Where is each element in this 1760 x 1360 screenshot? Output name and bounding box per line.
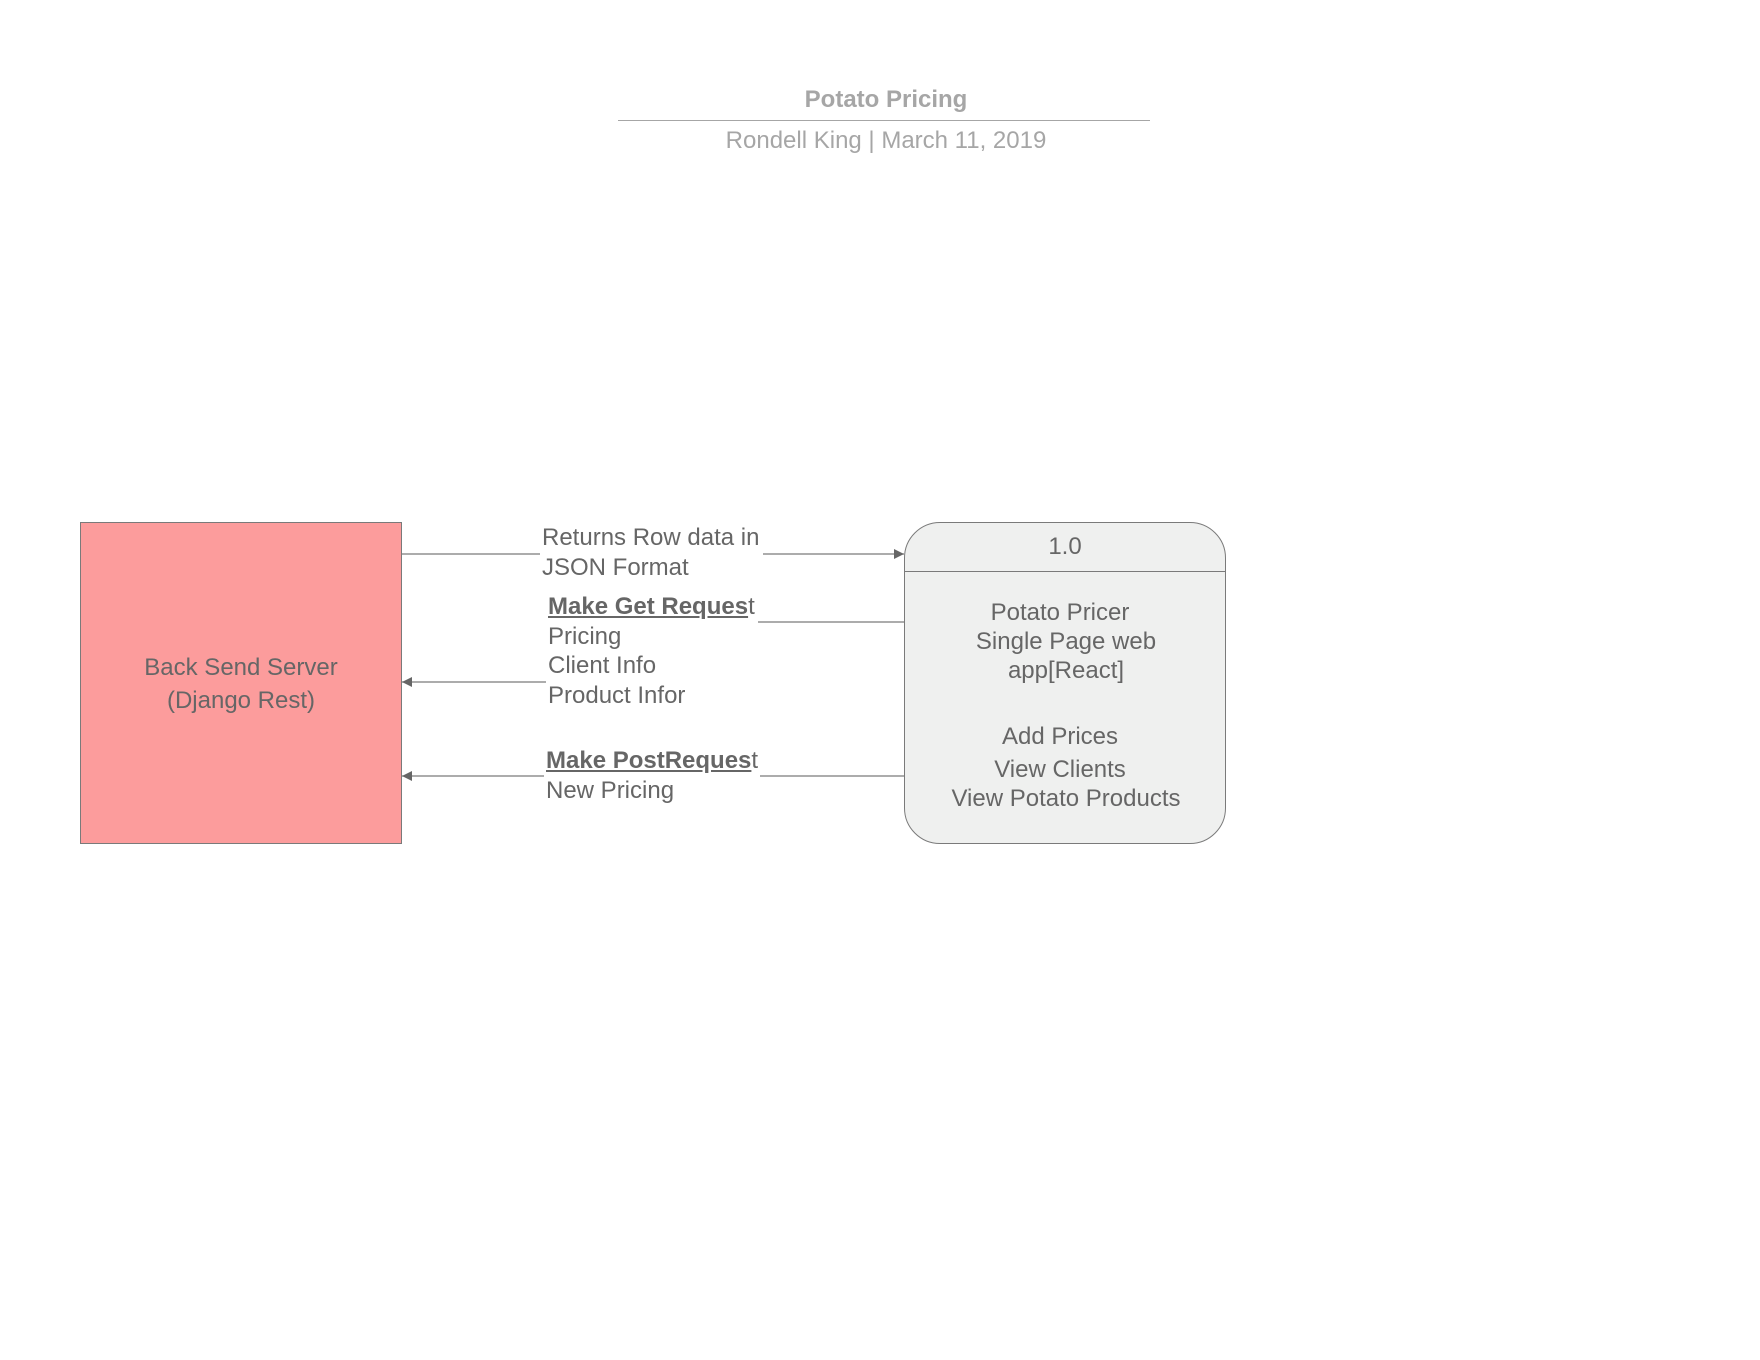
get-request-heading-tail: t [748, 593, 755, 620]
get-request-flow-label: Make Get Request Pricing Client Info Pro… [548, 592, 755, 710]
get-request-item-pricing: Pricing [548, 622, 622, 650]
returns-flow-label-line2: JSON Format [542, 553, 689, 581]
server-label: Back Send Server (Django Rest) [81, 651, 401, 717]
server-label-line2: (Django Rest) [166, 687, 316, 714]
title-divider [618, 120, 1150, 121]
process-id: 1.0 [1048, 533, 1082, 560]
get-request-heading-bold: Make Get Reques [548, 593, 749, 620]
process-action-view-clients: View Clients [994, 756, 1126, 783]
process-action-add-prices: Add Prices [1001, 723, 1119, 750]
get-request-heading: Make Get Request [548, 592, 755, 622]
process-description-line1: Single Page web [975, 628, 1157, 655]
process-divider [905, 571, 1225, 572]
post-request-heading-bold: Make PostReques [546, 747, 752, 774]
diagram-subtitle: Rondell King | March 11, 2019 [725, 127, 1047, 154]
potato-pricer-process[interactable]: 1.0 Potato Pricer Single Page web app[Re… [904, 522, 1226, 844]
returns-flow-label-line1: Returns Row data in [542, 524, 760, 551]
diagram-title: Potato Pricing [804, 86, 968, 113]
process-action-view-products: View Potato Products [951, 785, 1181, 812]
process-description-line2: app[React] [1007, 657, 1125, 684]
post-request-heading: Make PostRequest [546, 746, 758, 776]
post-request-heading-tail: t [751, 747, 759, 774]
post-request-flow-label: Make PostRequest New Pricing [546, 746, 758, 805]
process-name: Potato Pricer [990, 599, 1130, 626]
get-request-item-client-info: Client Info [548, 652, 657, 679]
back-send-server-box[interactable]: Back Send Server (Django Rest) [80, 522, 402, 844]
returns-flow-label: Returns Row data in JSON Format [542, 523, 759, 582]
server-label-line1: Back Send Server [144, 654, 338, 681]
get-request-item-product-info: Product Infor [548, 681, 686, 709]
post-request-item-new-pricing: New Pricing [546, 776, 675, 804]
